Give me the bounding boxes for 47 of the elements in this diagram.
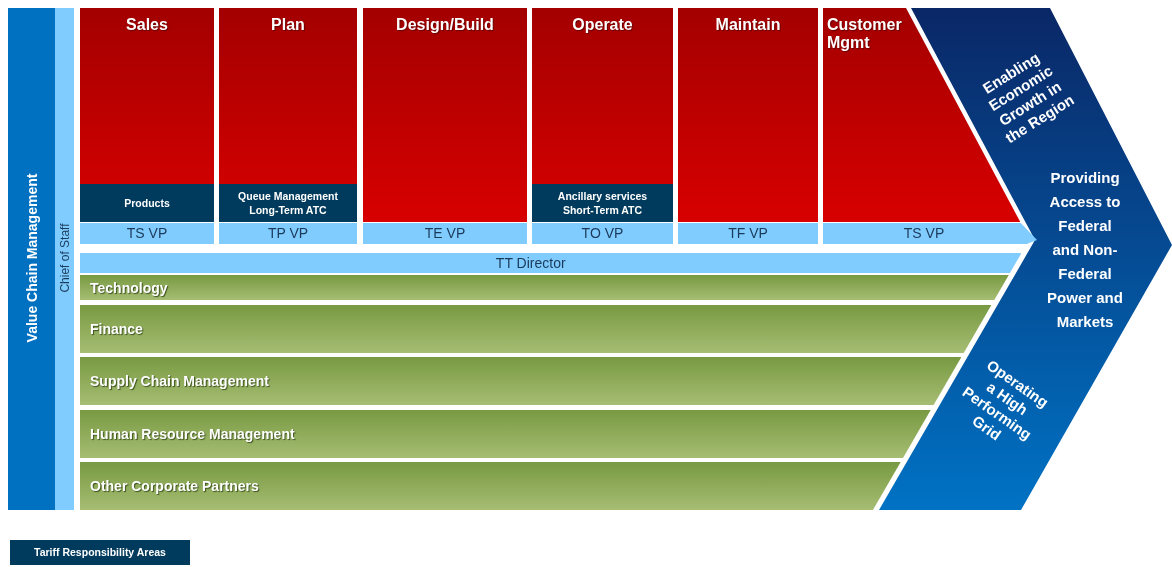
role-bar [80,223,214,244]
vertical-band [55,8,74,510]
process-column [363,8,527,222]
band-label: Other Corporate Partners [90,478,259,494]
role-label: TE VP [423,225,467,241]
role-bar [219,223,357,244]
role-bar [532,223,673,244]
area-label: Ancillary services Short-Term ATC [556,189,649,217]
support-band [80,357,962,405]
support-band [80,275,1009,300]
role-bar [823,223,1037,244]
support-band [80,305,992,353]
band-label: Finance [90,321,143,337]
tariff-area-box [80,184,214,222]
band-label: Supply Chain Management [90,373,269,389]
column-title: Maintain [714,16,782,34]
role-label: TF VP [727,225,769,241]
tariff-area-box [219,184,357,222]
tariff-area-box [532,184,673,222]
column-title: Customer Mgmt [827,16,903,52]
role-label: TP VP [266,225,310,241]
band-title: Value Chain Management [23,173,40,343]
band-title: Chief of Staff [57,223,72,293]
area-label: Products [123,196,171,210]
vertical-band [8,8,55,510]
column-title: Design/Build [395,16,495,34]
process-column [678,8,818,222]
area-label: Queue Management Long-Term ATC [237,189,339,217]
process-column [219,8,357,222]
process-column [80,8,214,222]
column-title: Plan [270,16,306,34]
role-bar [80,253,1022,273]
goal-text: Providing Access to Federal and Non-Federal Power and Markets [1046,168,1124,332]
support-band [80,410,931,458]
role-bar [363,223,527,244]
role-label: TS VP [902,225,946,241]
support-band [80,462,901,510]
role-label: TT Director [494,255,567,271]
process-column [532,8,673,222]
legend-label: Tariff Responsibility Areas [33,546,167,558]
band-label: Human Resource Management [90,426,295,442]
column-title: Sales [125,16,169,34]
band-label: Technology [90,279,168,296]
role-label: TS VP [125,225,169,241]
role-bar [678,223,818,244]
column-title: Operate [571,16,634,34]
role-label: TO VP [580,225,625,241]
